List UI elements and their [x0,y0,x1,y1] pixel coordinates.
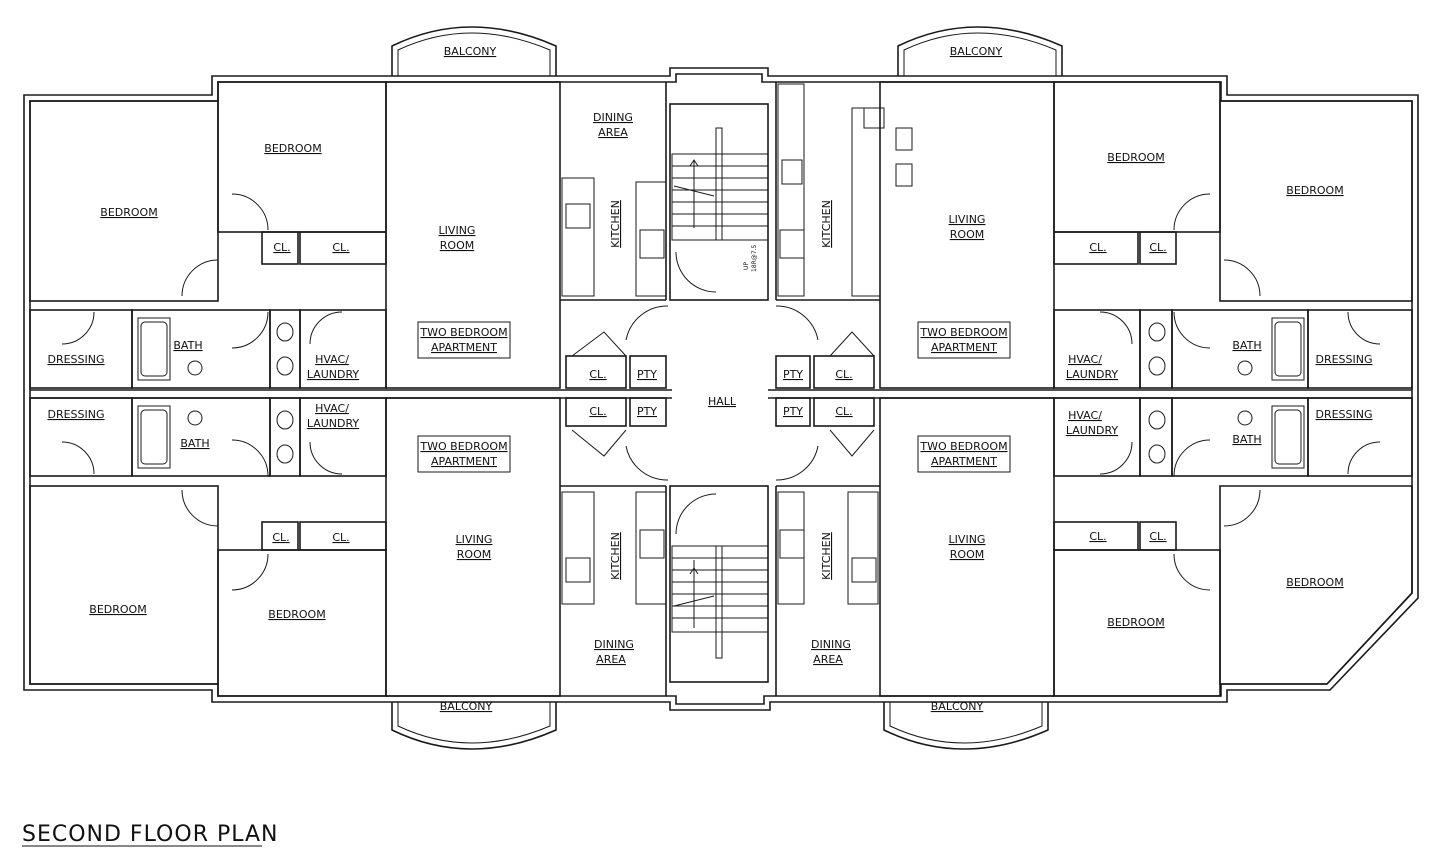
pantry-label: PTY [783,405,803,418]
bedroom-label: BEDROOM [1286,576,1343,589]
dining-area-label-line1: DINING [594,638,634,651]
dining-area-label-line2: AREA [598,126,628,139]
balcony-label: BALCONY [444,45,497,58]
balcony-label: BALCONY [931,700,984,713]
closet-label: CL. [835,368,852,381]
pantry-label: PTY [783,368,803,381]
apartment-box-bl [417,435,511,473]
closet-label: CL. [835,405,852,418]
bedroom-label: BEDROOM [100,206,157,219]
exterior-walls [23,67,1419,711]
apartment-box-tr [917,321,1011,359]
dining-area-label-line2: AREA [813,653,843,666]
unit-top-left: BALCONY BEDROOM BEDROOM CL. CL. LIVING R… [47,45,657,381]
closet-label: CL. [332,531,349,544]
closet-label: CL. [1149,241,1166,254]
kitchen-label: KITCHEN [609,532,622,580]
apartment-label-line2: APARTMENT [431,341,497,354]
bath-label: BATH [1232,339,1261,352]
living-room-label-line1: LIVING [949,213,986,226]
unit-bottom-left: DRESSING BATH HVAC/ LAUNDRY CL. PTY TWO … [47,402,657,713]
apartment-box-br [917,435,1011,473]
kitchen-label: KITCHEN [609,200,622,248]
apartment-label-line2: APARTMENT [931,341,997,354]
dressing-label: DRESSING [1315,408,1372,421]
closet-label: CL. [272,531,289,544]
closet-label: CL. [1089,241,1106,254]
hvac-label-line1: HVAC/ [315,353,349,366]
dressing-label: DRESSING [47,353,104,366]
bedroom-label: BEDROOM [1286,184,1343,197]
hvac-label-line2: LAUNDRY [1066,368,1119,381]
closet-label: CL. [273,241,290,254]
balcony-label: BALCONY [950,45,1003,58]
pantry-label: PTY [637,405,657,418]
apartment-label-line1: TWO BEDROOM [419,326,507,339]
hvac-label-line2: LAUNDRY [307,417,360,430]
living-room-label-line1: LIVING [439,224,476,237]
unit-bottom-right: PTY CL. TWO BEDROOM APARTMENT HVAC/ LAUN… [783,405,1373,713]
door-swings [61,193,1381,591]
hvac-label-line1: HVAC/ [315,402,349,415]
balcony-label: BALCONY [440,700,493,713]
closet-label: CL. [1149,530,1166,543]
closet-label: CL. [332,241,349,254]
dressing-label: DRESSING [47,408,104,421]
kitchen-label: KITCHEN [820,200,833,248]
hall-label: HALL [708,395,737,408]
apartment-box-tl [417,321,511,359]
bath-label: BATH [173,339,202,352]
closet-label: CL. [589,405,606,418]
bedroom-label: BEDROOM [268,608,325,621]
bedroom-label: BEDROOM [264,142,321,155]
unit-top-right: BALCONY BEDROOM BEDROOM CL. CL. LIVING R… [783,45,1373,381]
dining-area-label-line1: DINING [593,111,633,124]
bedroom-label: BEDROOM [1107,151,1164,164]
stair-treads-top [672,127,768,241]
living-room-label-line2: ROOM [457,548,491,561]
dining-area-label-line2: AREA [596,653,626,666]
dressing-label: DRESSING [1315,353,1372,366]
interior-walls [29,81,1413,697]
balconies [391,26,1063,750]
living-room-label-line2: ROOM [950,548,984,561]
apartment-label-line1: TWO BEDROOM [919,326,1007,339]
hvac-label-line2: LAUNDRY [307,368,360,381]
hvac-label-line2: LAUNDRY [1066,424,1119,437]
living-room-label-line2: ROOM [950,228,984,241]
stair-note-up: UP [743,262,750,270]
fixtures [137,159,1305,583]
pantry-label: PTY [637,368,657,381]
living-room-label-line1: LIVING [456,533,493,546]
bedroom-label: BEDROOM [89,603,146,616]
apartment-label-line2: APARTMENT [931,455,997,468]
closet-label: CL. [589,368,606,381]
plan-title: SECOND FLOOR PLAN [22,822,279,847]
bath-label: BATH [180,437,209,450]
stair-note-risers: 18R@7.5 [751,244,758,272]
living-room-label-line2: ROOM [440,239,474,252]
hvac-label-line1: HVAC/ [1068,353,1102,366]
bath-label: BATH [1232,433,1261,446]
apartment-label-line1: TWO BEDROOM [919,440,1007,453]
apartment-label-line2: APARTMENT [431,455,497,468]
closet-label: CL. [1089,530,1106,543]
stair-treads-bottom [672,545,768,659]
living-room-label-line1: LIVING [949,533,986,546]
hvac-label-line1: HVAC/ [1068,409,1102,422]
apartment-label-line1: TWO BEDROOM [419,440,507,453]
bedroom-label: BEDROOM [1107,616,1164,629]
kitchen-label: KITCHEN [820,532,833,580]
dining-area-label-line1: DINING [811,638,851,651]
